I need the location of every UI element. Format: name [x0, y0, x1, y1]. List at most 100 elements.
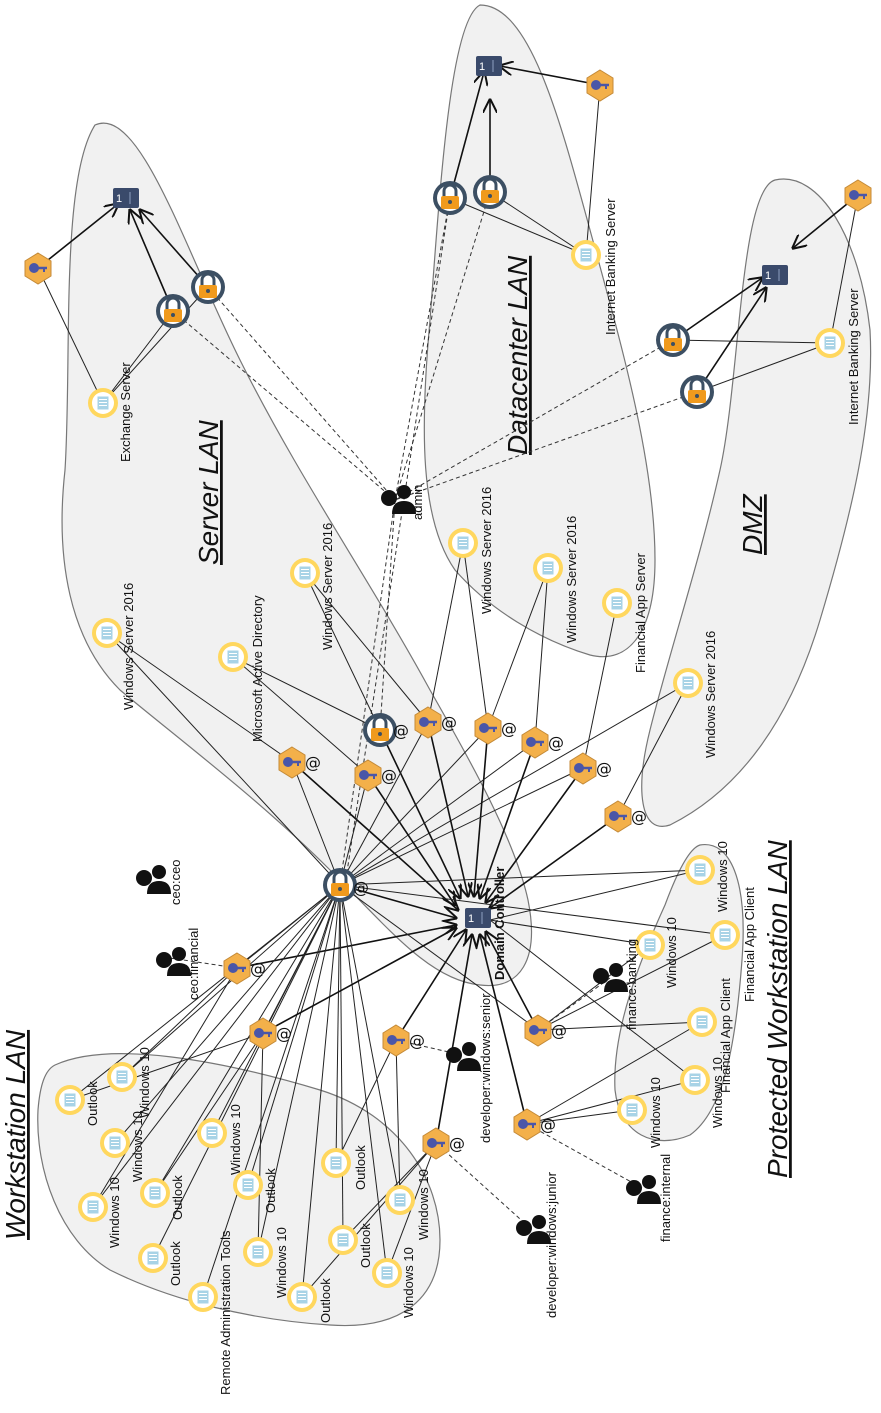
svg-text:@: @: [501, 719, 517, 738]
host-icon[interactable]: [601, 587, 633, 619]
lock-icon[interactable]: [189, 268, 227, 306]
host-icon[interactable]: [570, 239, 602, 271]
label-admin: admin: [410, 485, 425, 520]
label-windows-10: Windows 10: [228, 1104, 243, 1175]
host-icon[interactable]: [679, 1064, 711, 1096]
key-credential-icon[interactable]: @: [512, 1107, 556, 1142]
key-credential-icon[interactable]: @: [568, 751, 612, 786]
host-icon[interactable]: [289, 557, 321, 589]
label-finance-internal: finance:internal: [658, 1154, 673, 1242]
label-windows-10: Windows 10: [715, 841, 730, 912]
host-icon[interactable]: [196, 1117, 228, 1149]
svg-text:@: @: [409, 1031, 425, 1050]
label-windows-10: Windows 10: [710, 1057, 725, 1128]
label-windows-10: Windows 10: [401, 1247, 416, 1318]
label-outlook: Outlook: [318, 1278, 333, 1323]
label-financial-app-client: Financial App Client: [718, 978, 733, 1093]
lock-icon[interactable]: [471, 173, 509, 211]
label-remote-administration-tools: Remote Administration Tools: [218, 1230, 233, 1395]
host-icon[interactable]: [447, 527, 479, 559]
key-credential-icon[interactable]: [23, 251, 53, 286]
server-icon[interactable]: 1: [112, 187, 140, 209]
host-icon[interactable]: [91, 617, 123, 649]
svg-text:@: @: [276, 1024, 292, 1043]
key-credential-icon[interactable]: @: [277, 745, 321, 780]
key-credential-icon[interactable]: @: [523, 1013, 567, 1048]
host-icon[interactable]: [384, 1184, 416, 1216]
key-credential-icon[interactable]: [843, 178, 873, 213]
host-icon[interactable]: [709, 919, 741, 951]
server-icon[interactable]: 1: [475, 55, 503, 77]
key-credential-icon[interactable]: @: [222, 951, 266, 986]
key-credential-icon[interactable]: @: [381, 1023, 425, 1058]
key-credential-icon[interactable]: @: [413, 705, 457, 740]
host-icon[interactable]: [814, 327, 846, 359]
label-financial-app-server: Financial App Server: [633, 552, 648, 673]
host-icon[interactable]: [217, 641, 249, 673]
host-icon[interactable]: [99, 1127, 131, 1159]
label-microsoft-active-directory: Microsoft Active Directory: [250, 595, 265, 742]
host-icon[interactable]: [286, 1281, 318, 1313]
zone-label-datacenter-lan: Datacenter LAN: [502, 255, 533, 455]
host-icon[interactable]: [686, 1006, 718, 1038]
lock-icon[interactable]: [678, 373, 716, 411]
zone-label-workstation-lan: Workstation LAN: [0, 1029, 31, 1240]
host-icon[interactable]: [54, 1084, 86, 1116]
host-icon[interactable]: [187, 1281, 219, 1313]
label-ceo-ceo: ceo:ceo: [168, 859, 183, 905]
host-icon[interactable]: [532, 552, 564, 584]
key-credential-icon[interactable]: @: [421, 1126, 465, 1161]
svg-text:1: 1: [468, 913, 474, 925]
person-icon[interactable]: [626, 1175, 661, 1204]
zone-label-server-lan: Server LAN: [193, 420, 224, 565]
label-domain-controller: Domain Controller: [492, 867, 507, 980]
label-outlook: Outlook: [263, 1168, 278, 1213]
svg-text:@: @: [631, 807, 647, 826]
label-outlook: Outlook: [358, 1223, 373, 1268]
key-credential-icon[interactable]: [585, 68, 615, 103]
label-windows-server-2016: Windows Server 2016: [320, 523, 335, 650]
svg-text:@: @: [353, 878, 369, 897]
svg-text:@: @: [381, 766, 397, 785]
key-credential-icon[interactable]: @: [353, 758, 397, 793]
key-credential-icon[interactable]: @: [248, 1016, 292, 1051]
label-finance-banking: finance:banking: [624, 939, 639, 1030]
host-icon[interactable]: [672, 667, 704, 699]
svg-text:1: 1: [765, 270, 771, 282]
lock-icon[interactable]: @: [361, 711, 409, 749]
svg-text:1: 1: [479, 61, 485, 73]
host-icon[interactable]: [242, 1236, 274, 1268]
host-icon[interactable]: [616, 1094, 648, 1126]
host-icon[interactable]: [320, 1147, 352, 1179]
host-icon[interactable]: [634, 929, 666, 961]
person-icon[interactable]: [593, 963, 628, 992]
label-windows-10: Windows 10: [648, 1077, 663, 1148]
host-icon[interactable]: [77, 1191, 109, 1223]
host-icon[interactable]: [371, 1257, 403, 1289]
key-credential-icon[interactable]: @: [520, 725, 564, 760]
label-outlook: Outlook: [85, 1081, 100, 1126]
host-icon[interactable]: [684, 854, 716, 886]
host-icon[interactable]: [137, 1242, 169, 1274]
key-credential-icon[interactable]: @: [473, 711, 517, 746]
host-icon[interactable]: [87, 387, 119, 419]
person-icon[interactable]: [446, 1042, 481, 1071]
label-financial-app-client: Financial App Client: [742, 887, 757, 1002]
host-icon[interactable]: [106, 1061, 138, 1093]
label-internet-banking-server: Internet Banking Server: [846, 288, 861, 425]
label-internet-banking-server: Internet Banking Server: [603, 198, 618, 335]
lock-icon[interactable]: @: [321, 866, 369, 904]
person-icon[interactable]: [136, 865, 171, 894]
label-exchange-server: Exchange Server: [118, 362, 133, 462]
zone-label-dmz: DMZ: [737, 493, 768, 555]
key-credential-icon[interactable]: @: [603, 799, 647, 834]
lock-icon[interactable]: [154, 292, 192, 330]
label-outlook: Outlook: [168, 1241, 183, 1286]
server-icon[interactable]: 1: [761, 264, 789, 286]
host-icon[interactable]: [327, 1224, 359, 1256]
server-icon[interactable]: 1: [464, 907, 492, 929]
label-developer-windows-senior: developer:windows:senior: [478, 993, 493, 1143]
svg-text:1: 1: [116, 193, 122, 205]
lock-icon[interactable]: [431, 179, 469, 217]
lock-icon[interactable]: [654, 321, 692, 359]
